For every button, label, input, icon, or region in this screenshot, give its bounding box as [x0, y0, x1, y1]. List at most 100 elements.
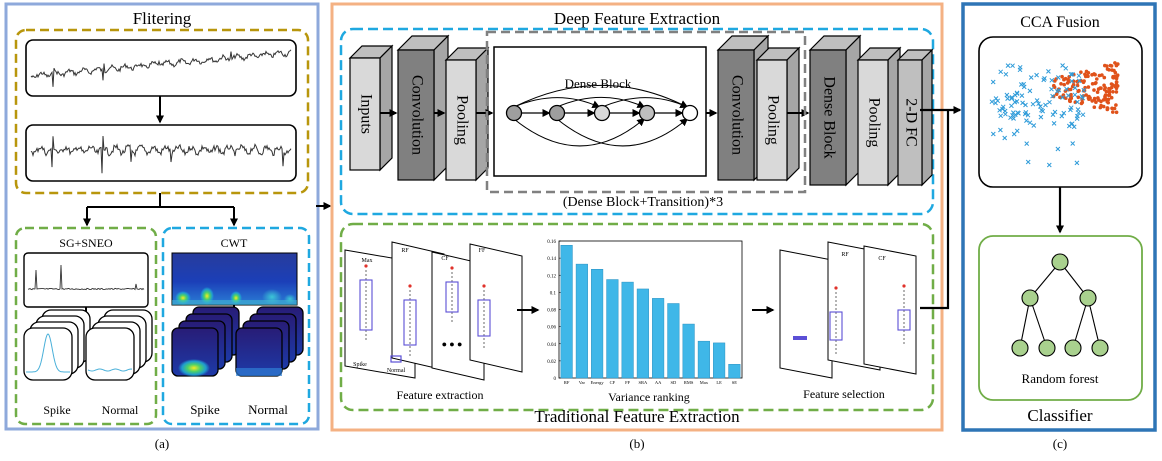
bar-FF — [621, 281, 634, 379]
y-tick-label: 0 — [554, 377, 557, 382]
scatter-point-blue — [1059, 113, 1065, 119]
scatter-point-orange — [1067, 79, 1071, 84]
mini-boxplot — [403, 299, 417, 346]
scatter-point-blue — [1002, 135, 1008, 141]
scatter-point-blue — [1074, 116, 1080, 121]
scatter-point-blue — [1072, 92, 1078, 98]
scatter-point-orange — [1107, 93, 1112, 97]
scatter-point-orange — [1099, 86, 1103, 90]
caption-a: (a) — [155, 436, 169, 451]
cwt-spike-label: Spike — [190, 402, 220, 417]
pooling-block-1-label: Pooling — [453, 95, 470, 145]
scatter-point-orange — [1086, 71, 1091, 75]
scatter-point-blue — [1012, 99, 1018, 105]
bar-Max — [697, 340, 710, 379]
scatter-point-blue — [1043, 102, 1048, 108]
scatter-point-blue — [1068, 107, 1073, 113]
scatter-point-blue — [1046, 162, 1052, 168]
mini-label-spike: Spike — [353, 362, 367, 368]
scatter-point-blue — [1014, 90, 1020, 96]
scatter-point-blue — [1003, 71, 1009, 77]
mini-label-dots: ● ● ● — [442, 339, 463, 349]
scatter-point-blue — [1036, 101, 1041, 107]
inputs-block: Inputs — [348, 44, 394, 172]
tree-edge — [1029, 297, 1048, 349]
scatter-point-blue — [1005, 63, 1011, 68]
scatter-point-orange — [1105, 99, 1109, 104]
scatter-point-orange — [1068, 87, 1073, 92]
scatter-point-orange — [1052, 83, 1056, 88]
scatter-point-orange — [1079, 70, 1083, 74]
scatter-point-blue — [1023, 102, 1028, 108]
convolution-block-1: Convolution — [396, 34, 450, 182]
pooling-block-1: Pooling — [444, 46, 490, 182]
scatter-point-orange — [1103, 95, 1107, 100]
scatter-point-orange — [1083, 74, 1088, 79]
bar-RMS — [682, 323, 695, 379]
scatter-point-orange — [1097, 73, 1102, 78]
variance-ranking-label: Variance ranking — [608, 390, 690, 404]
scatter-point-orange — [1107, 90, 1112, 95]
scatter-point-blue — [1030, 101, 1036, 107]
scatter-point-orange — [1113, 70, 1118, 75]
scatter-point-blue — [998, 113, 1004, 119]
random-forest-label: Random forest — [1022, 371, 1099, 386]
scatter-point-orange — [1109, 64, 1114, 68]
scatter-point-blue — [1049, 77, 1055, 83]
raw-signal-trace — [30, 49, 292, 87]
scatter-point-blue — [1064, 86, 1069, 92]
spike-waveform — [26, 333, 70, 373]
panel-c: CCA Fusion Random forest Classifier (c) — [961, 2, 1157, 451]
scatter-point-orange — [1060, 74, 1064, 79]
scatter-point-blue — [1050, 93, 1055, 99]
x-tick-label: Var — [579, 380, 586, 385]
repeat-label: (Dense Block+Transition)*3 — [563, 195, 723, 210]
bar-LE — [713, 342, 726, 379]
mini-label-rf: RF — [401, 248, 409, 254]
sg-spike-label: Spike — [43, 403, 70, 417]
convolution-block-1-label: Convolution — [408, 75, 425, 155]
scatter-point-orange — [1109, 95, 1114, 100]
x-tick-label: RF — [564, 380, 570, 385]
scatter-point-orange — [1102, 83, 1106, 88]
y-tick-label: 0.06 — [547, 326, 556, 331]
scatter-point-orange — [1102, 75, 1107, 80]
chart-frame — [558, 240, 743, 379]
cwt-normal-label: Normal — [248, 402, 288, 417]
x-tick-label: Max — [700, 380, 709, 385]
scatter-point-orange — [1111, 90, 1115, 94]
scatter-point-blue — [1014, 128, 1020, 134]
x-tick-label: CF — [610, 380, 616, 385]
scatter-point-blue — [1049, 86, 1054, 92]
scatter-point-orange — [1101, 104, 1106, 109]
scatter-point-blue — [1034, 98, 1040, 103]
dense-skip-link — [601, 97, 689, 108]
dense-node — [681, 104, 699, 122]
scatter-point-orange — [1109, 82, 1114, 86]
y-tick-label: 0.12 — [547, 274, 556, 279]
dense-node — [638, 104, 656, 122]
scatter-point-blue — [1065, 93, 1071, 98]
y-tick-label: 0.16 — [547, 240, 556, 245]
dense-node — [505, 104, 523, 122]
scatter-point-blue — [1060, 95, 1065, 100]
scatter-point-orange — [1098, 105, 1103, 110]
bar-Energy — [591, 269, 604, 379]
y-tick-label: 0.14 — [547, 257, 556, 262]
x-tick-label: SD — [670, 380, 677, 385]
scatter-point-blue — [1068, 72, 1074, 77]
dense-skip-link — [556, 96, 646, 108]
scatter-point-blue — [1042, 76, 1047, 81]
scatter-point-blue — [1038, 104, 1043, 109]
scatter-point-blue — [1038, 114, 1044, 120]
scatter-point-blue — [997, 107, 1002, 113]
scatter-point-blue — [1017, 67, 1023, 73]
normal-waveform — [87, 368, 133, 372]
scatter-point-blue — [1009, 95, 1015, 100]
pooling-block-2-label: Pooling — [764, 95, 781, 145]
scatter-point-blue — [1012, 112, 1018, 118]
scatter-point-orange — [1084, 93, 1088, 97]
x-tick-label: FF — [625, 380, 631, 385]
scatter-point-blue — [1076, 73, 1082, 79]
